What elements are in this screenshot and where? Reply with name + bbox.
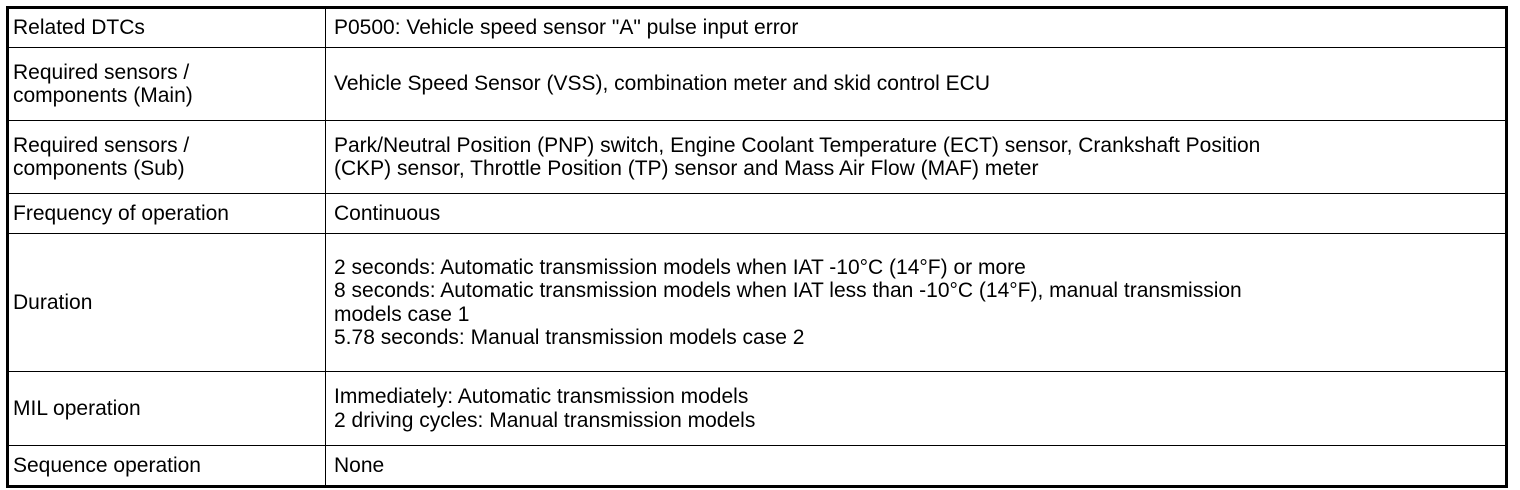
dtc-spec-table: Related DTCs P0500: Vehicle speed sensor… [6, 6, 1508, 488]
label-duration: Duration [7, 233, 326, 372]
label-line: Required sensors / [13, 60, 190, 84]
label-required-sensors-sub: Required sensors / components (Sub) [7, 120, 326, 194]
label-line: components (Sub) [13, 157, 185, 180]
label-line: components (Main) [13, 84, 193, 107]
value-line: Immediately: Automatic transmission mode… [334, 385, 749, 409]
value-line: Continuous [334, 201, 441, 225]
value-duration: 2 seconds: Automatic transmission models… [325, 233, 1507, 372]
value-sequence-operation: None [325, 445, 1507, 487]
value-mil-operation: Immediately: Automatic transmission mode… [325, 371, 1507, 446]
table-row-required-sensors-main: Required sensors / components (Main) Veh… [7, 47, 1507, 121]
table-row-mil-operation: MIL operation Immediately: Automatic tra… [7, 371, 1507, 446]
label-frequency: Frequency of operation [7, 193, 326, 234]
label-related-dtcs: Related DTCs [7, 7, 326, 48]
value-line: None [334, 453, 385, 477]
table-row-frequency: Frequency of operation Continuous [7, 193, 1507, 234]
value-frequency: Continuous [325, 193, 1507, 234]
value-line: P0500: Vehicle speed sensor "A" pulse in… [334, 16, 799, 40]
label-line: MIL operation [13, 396, 141, 420]
table-row-required-sensors-sub: Required sensors / components (Sub) Park… [7, 120, 1507, 194]
value-line: 2 driving cycles: Manual transmission mo… [334, 408, 756, 432]
label-line: Frequency of operation [13, 201, 229, 225]
label-line: Related DTCs [13, 16, 145, 40]
label-required-sensors-main: Required sensors / components (Main) [7, 47, 326, 121]
value-line: Vehicle Speed Sensor (VSS), combination … [334, 72, 990, 96]
table-row-related-dtcs: Related DTCs P0500: Vehicle speed sensor… [7, 7, 1507, 48]
label-line: Duration [13, 290, 93, 314]
label-line: Required sensors / [13, 133, 190, 157]
value-line: models case 1 [334, 302, 470, 326]
value-line: 5.78 seconds: Manual transmission models… [334, 325, 805, 349]
value-required-sensors-sub: Park/Neutral Position (PNP) switch, Engi… [325, 120, 1507, 194]
value-line: (CKP) sensor, Throttle Position (TP) sen… [334, 157, 1039, 180]
value-line: 2 seconds: Automatic transmission models… [334, 255, 1026, 279]
value-required-sensors-main: Vehicle Speed Sensor (VSS), combination … [325, 47, 1507, 121]
value-related-dtcs: P0500: Vehicle speed sensor "A" pulse in… [325, 7, 1507, 48]
label-mil-operation: MIL operation [7, 371, 326, 446]
value-line: 8 seconds: Automatic transmission models… [334, 279, 1242, 303]
value-line: Park/Neutral Position (PNP) switch, Engi… [334, 133, 1261, 157]
table-row-sequence-operation: Sequence operation None [7, 445, 1507, 487]
table-row-duration: Duration 2 seconds: Automatic transmissi… [7, 233, 1507, 372]
label-line: Sequence operation [13, 453, 201, 477]
label-sequence-operation: Sequence operation [7, 445, 326, 487]
